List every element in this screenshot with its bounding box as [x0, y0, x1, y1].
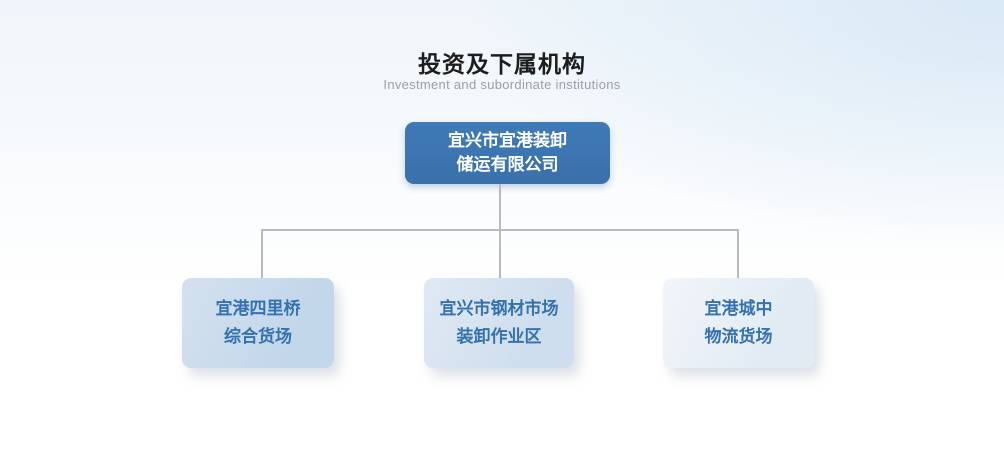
- org-root-label-line2: 储运有限公司: [456, 155, 559, 174]
- org-child-node-steel-market-area: 宜兴市钢材市场 装卸作业区: [424, 278, 574, 368]
- org-child-node-chengzhong-logistics: 宜港城中 物流货场: [663, 278, 814, 368]
- connector-middle-vertical: [499, 229, 501, 278]
- connector-right-vertical: [737, 229, 739, 279]
- page-subtitle: Investment and subordinate institutions: [383, 77, 621, 92]
- org-child-3-label-line2: 物流货场: [704, 327, 773, 346]
- org-child-1-label-line1: 宜港四里桥: [215, 299, 301, 318]
- org-root-label-line1: 宜兴市宜港装卸: [448, 131, 567, 150]
- connector-left-vertical: [261, 229, 263, 278]
- connector-root-vertical: [499, 184, 501, 231]
- org-child-2-label-line1: 宜兴市钢材市场: [439, 299, 559, 318]
- page-title: 投资及下属机构: [418, 51, 586, 77]
- org-child-node-siliqiao-yard: 宜港四里桥 综合货场: [182, 278, 334, 368]
- org-child-2-label-line2: 装卸作业区: [456, 327, 542, 346]
- org-root-node: 宜兴市宜港装卸 储运有限公司: [405, 122, 610, 184]
- org-child-1-label-line2: 综合货场: [224, 327, 292, 346]
- org-child-3-label-line1: 宜港城中: [704, 299, 773, 318]
